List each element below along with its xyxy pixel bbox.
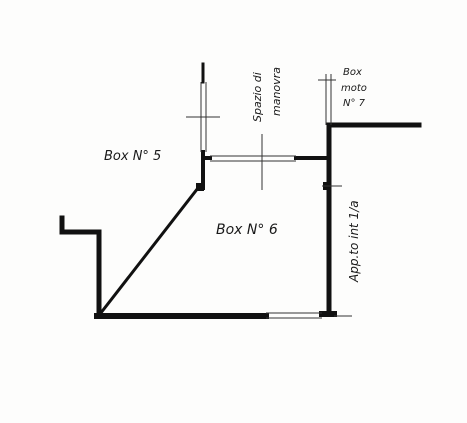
wall-diagonal — [97, 185, 201, 317]
label-box5: Box N° 5 — [104, 149, 161, 164]
label-box7-line3: N° 7 — [343, 98, 366, 109]
openings — [186, 74, 352, 319]
label-spazio-line1: Spazio di — [251, 72, 264, 122]
wall-left-fragment — [59, 215, 102, 319]
label-spazio-line2: manovra — [270, 67, 283, 116]
label-box6: Box N° 6 — [216, 222, 278, 238]
wall-jamb — [196, 183, 204, 191]
label-box7-line2: moto — [341, 83, 367, 94]
label-appt: App.to int 1/a — [347, 200, 361, 283]
label-box7-line1: Box — [343, 67, 362, 78]
walls — [59, 62, 422, 319]
